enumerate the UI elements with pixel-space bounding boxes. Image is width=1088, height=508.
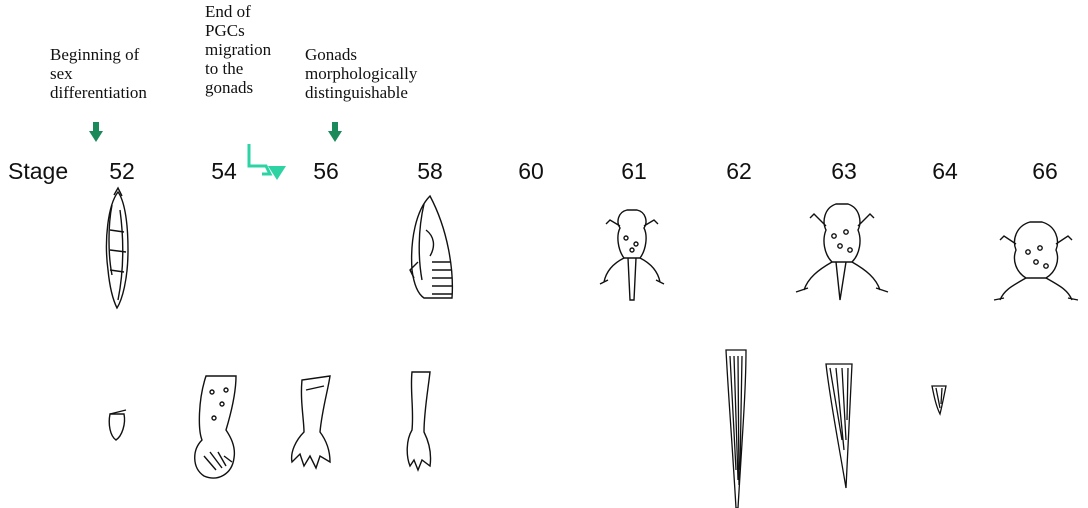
- limb-bud-icon: [109, 410, 126, 440]
- frog-icon: [994, 222, 1078, 300]
- down-arrow-icon: [328, 122, 342, 142]
- long-tail-icon: [726, 350, 746, 508]
- froglet-tail-icon: [796, 204, 888, 300]
- froglet-icon: [600, 210, 664, 300]
- foot-icon: [292, 376, 330, 468]
- leg-icon: [407, 372, 430, 470]
- tail-stub-icon: [932, 386, 946, 414]
- tadpole-icon: [106, 188, 128, 308]
- down-arrow-icon: [89, 122, 103, 142]
- tadpole-legs-icon: [410, 196, 452, 298]
- paddle-limb-icon: [195, 376, 236, 478]
- tail-icon: [826, 364, 852, 488]
- bent-arrow-icon: [249, 144, 286, 180]
